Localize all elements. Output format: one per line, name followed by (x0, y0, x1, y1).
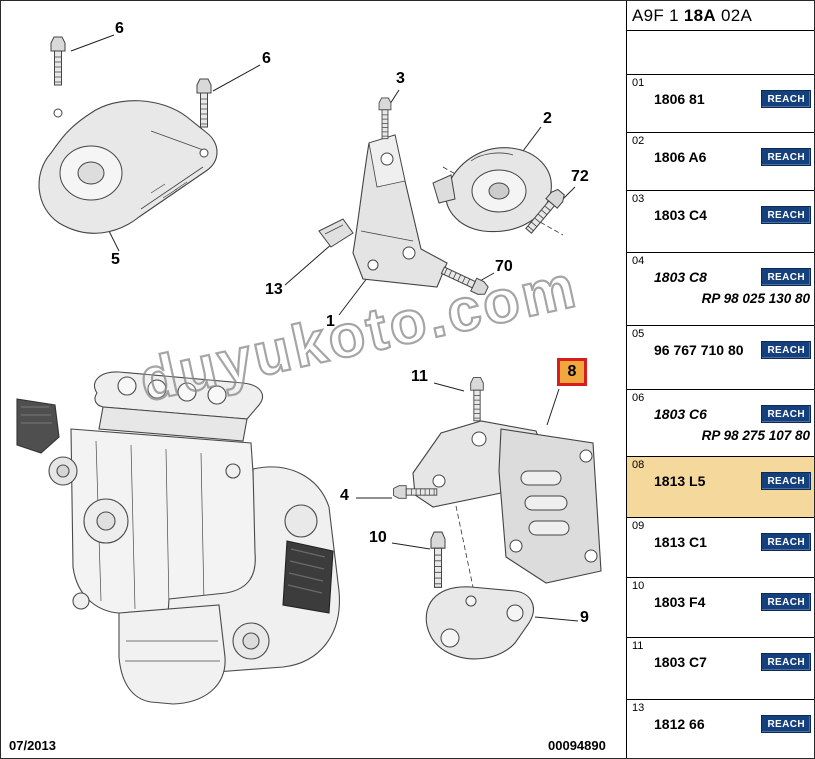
part-number: 1806 A6 (654, 149, 707, 165)
parts-row-04[interactable]: 04 1803 C8 REACH RP 98 025 130 80 (627, 253, 814, 326)
parts-row-01[interactable]: 01 1806 81 REACH (627, 75, 814, 133)
parts-row-08-highlighted[interactable]: 08 1813 L5 REACH (627, 457, 814, 518)
row-index: 06 (632, 392, 645, 404)
row-index: 05 (632, 328, 645, 340)
row-index: 04 (632, 255, 645, 267)
part-2-mount-drawing (432, 147, 568, 237)
reach-button[interactable]: REACH (761, 206, 811, 224)
part-number: 1803 C7 (654, 654, 707, 670)
callout-70[interactable]: 70 (495, 258, 513, 275)
panel-spacer (627, 31, 814, 75)
catalog-code: A9F 1 18A 02A (627, 1, 814, 31)
callout-6-a[interactable]: 6 (115, 20, 124, 37)
catalog-code-prefix: A9F 1 (632, 6, 684, 25)
revision-date: 07/2013 (9, 738, 56, 753)
callout-4[interactable]: 4 (340, 487, 349, 504)
catalog-code-suffix: 02A (715, 6, 753, 25)
parts-row-03[interactable]: 03 1803 C4 REACH (627, 191, 814, 253)
row-index: 13 (632, 702, 645, 714)
parts-row-13[interactable]: 13 1812 66 REACH (627, 700, 814, 758)
exploded-parts-drawing (16, 34, 602, 705)
reach-button[interactable]: REACH (761, 90, 811, 108)
part-5-mount-drawing (38, 36, 218, 234)
part-number: 1803 C8 (654, 269, 707, 285)
part-number: 1803 C4 (654, 207, 707, 223)
part-number: 96 767 710 80 (654, 342, 744, 358)
callout-2[interactable]: 2 (543, 110, 552, 127)
leader-lines (70, 34, 579, 622)
callout-8-highlighted[interactable]: 8 (557, 358, 587, 386)
reach-button[interactable]: REACH (761, 148, 811, 166)
reach-button[interactable]: REACH (761, 533, 811, 551)
row-index: 02 (632, 135, 645, 147)
row-index: 01 (632, 77, 645, 89)
part-number: 1803 C6 (654, 406, 707, 422)
callout-10[interactable]: 10 (369, 529, 387, 546)
catalog-code-bold: 18A (683, 6, 716, 25)
part-number: 1813 L5 (654, 473, 706, 489)
row-index: 09 (632, 520, 645, 532)
document-number: 00094890 (548, 738, 606, 753)
row-index: 10 (632, 580, 645, 592)
reach-button[interactable]: REACH (761, 268, 811, 286)
callout-6-b[interactable]: 6 (262, 50, 271, 67)
row-index: 11 (632, 640, 644, 652)
reach-button[interactable]: REACH (761, 341, 811, 359)
callout-72[interactable]: 72 (571, 168, 589, 185)
parts-list-panel: A9F 1 18A 02A 01 1806 81 REACH 02 1806 A… (626, 1, 814, 758)
reach-button[interactable]: REACH (761, 472, 811, 490)
callout-3[interactable]: 3 (396, 70, 405, 87)
parts-row-09[interactable]: 09 1813 C1 REACH (627, 518, 814, 578)
parts-row-11[interactable]: 11 1803 C7 REACH (627, 638, 814, 700)
row-index: 08 (632, 459, 645, 471)
parts-row-05[interactable]: 05 96 767 710 80 REACH (627, 326, 814, 390)
part-number: 1803 F4 (654, 594, 706, 610)
part-number: 1806 81 (654, 91, 705, 107)
reach-button[interactable]: REACH (761, 715, 811, 733)
part-number: 1813 C1 (654, 534, 707, 550)
rp-number: RP 98 025 130 80 (701, 291, 810, 306)
row-index: 03 (632, 193, 645, 205)
callout-9[interactable]: 9 (580, 609, 589, 626)
parts-row-02[interactable]: 02 1806 A6 REACH (627, 133, 814, 191)
part-number: 1812 66 (654, 716, 705, 732)
engine-drawing (16, 371, 340, 705)
part-8-bracket-drawing (393, 377, 602, 588)
callout-5[interactable]: 5 (111, 251, 120, 268)
callout-11[interactable]: 11 (411, 368, 428, 385)
part-1-bracket-drawing (318, 97, 490, 298)
parts-row-06[interactable]: 06 1803 C6 REACH RP 98 275 107 80 (627, 390, 814, 457)
diagram-area: duyukoto.com 6 6 3 2 72 13 1 70 5 11 8 4… (1, 1, 626, 758)
reach-button[interactable]: REACH (761, 593, 811, 611)
rp-number: RP 98 275 107 80 (701, 428, 810, 443)
parts-row-10[interactable]: 10 1803 F4 REACH (627, 578, 814, 638)
reach-button[interactable]: REACH (761, 405, 811, 423)
reach-button[interactable]: REACH (761, 653, 811, 671)
callout-13[interactable]: 13 (265, 281, 283, 298)
part-9-bracket-drawing (425, 586, 534, 660)
callout-1[interactable]: 1 (326, 313, 335, 330)
